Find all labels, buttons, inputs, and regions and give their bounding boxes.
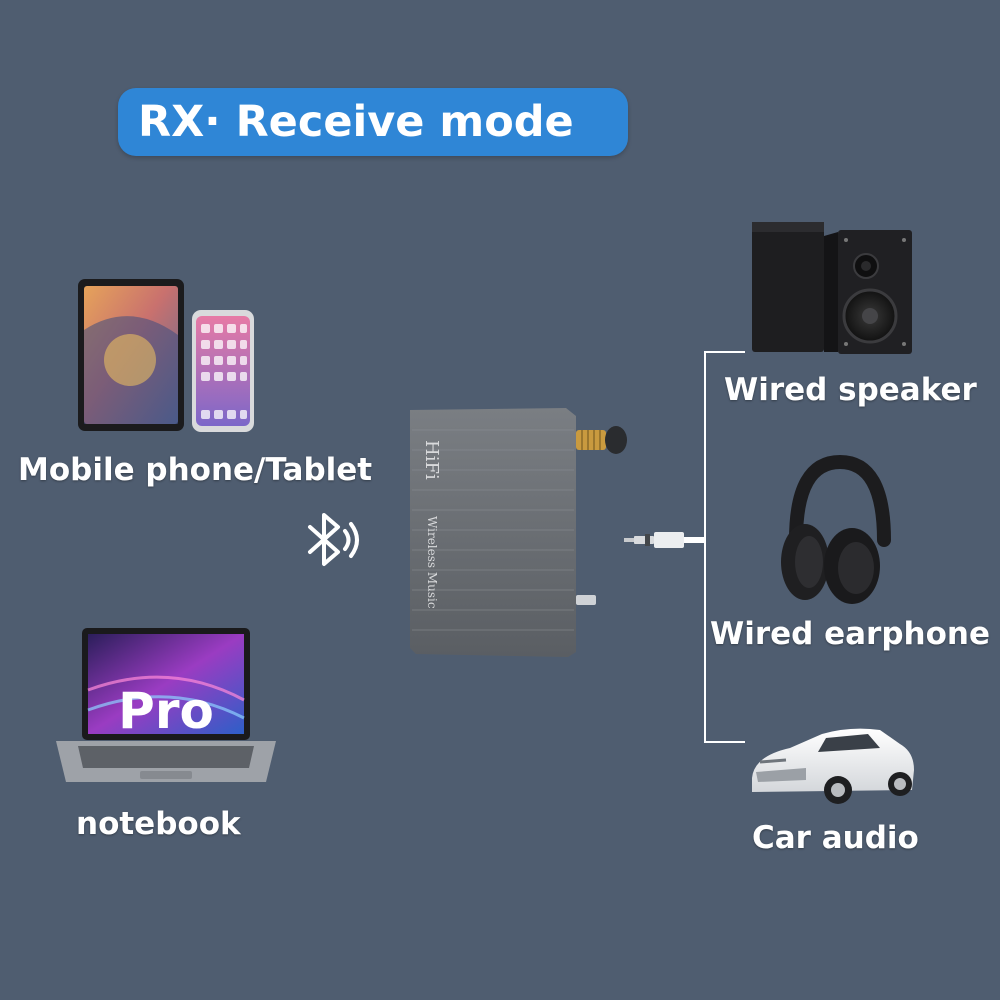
mode-title: RX· Receive mode [118,88,628,156]
source-label-phone-tablet: Mobile phone/Tablet [18,452,373,488]
device-product-text: Wireless Music [425,516,439,609]
device-brand-text: HiFi [421,440,442,480]
phone-image [192,310,254,432]
output-label-speaker: Wired speaker [724,372,977,408]
speaker-image [752,222,912,354]
source-label-notebook: notebook [76,806,241,842]
car-image [752,728,914,804]
bluetooth-icon [308,513,359,566]
connector-lines [700,351,745,743]
laptop-screen-text: Pro [118,682,214,740]
laptop-image: Pro [56,628,276,782]
tablet-image [78,279,184,431]
audio-jack-plug [624,532,704,548]
headphones-image [781,454,891,604]
receiver-device: HiFi Wireless Music [410,408,627,657]
output-label-earphone: Wired earphone [710,616,990,652]
output-label-car-audio: Car audio [752,820,919,856]
